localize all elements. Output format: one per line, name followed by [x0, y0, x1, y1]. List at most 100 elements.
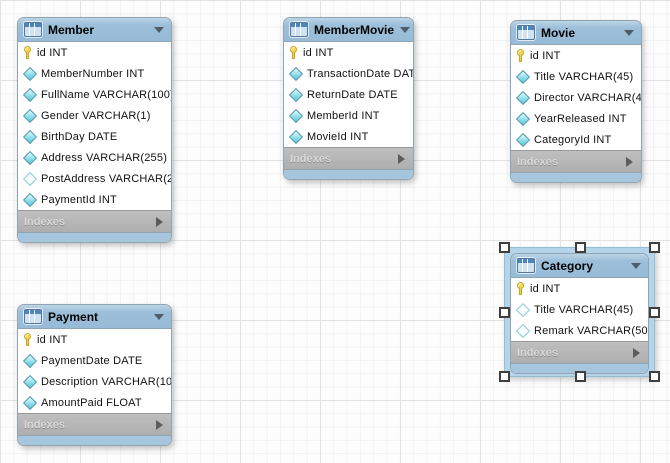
collapse-arrow-icon[interactable] — [624, 29, 634, 36]
collapse-arrow-icon[interactable] — [154, 26, 164, 33]
collapse-arrow-icon[interactable] — [400, 26, 411, 33]
primary-key-icon — [517, 48, 525, 63]
table-figure-membermovie[interactable]: MemberMovie id INT TransactionDate DATE Ret… — [283, 17, 414, 180]
column-row[interactable]: TransactionDate DATE — [284, 63, 413, 84]
notnull-diamond-icon — [515, 132, 531, 147]
selection-handle-se[interactable] — [649, 371, 660, 382]
table-title: MemberMovie — [314, 22, 395, 37]
indexes-footer[interactable]: Indexes — [18, 210, 171, 232]
column-label: Gender VARCHAR(1) — [41, 109, 151, 122]
indexes-footer[interactable]: Indexes — [511, 150, 641, 172]
column-row[interactable]: PaymentId INT — [18, 189, 171, 210]
table-header[interactable]: Category — [511, 254, 648, 278]
column-row[interactable]: id INT — [18, 329, 171, 350]
column-row[interactable]: Remark VARCHAR(500) — [511, 320, 648, 341]
column-row[interactable]: Description VARCHAR(100) — [18, 371, 171, 392]
notnull-diamond-icon — [288, 129, 304, 144]
column-row[interactable]: id INT — [511, 278, 648, 299]
table-header[interactable]: Payment — [18, 305, 171, 329]
selection-handle-sw[interactable] — [499, 371, 510, 382]
indexes-footer[interactable]: Indexes — [511, 341, 648, 363]
column-label: AmountPaid FLOAT — [41, 396, 142, 409]
column-row[interactable]: AmountPaid FLOAT — [18, 392, 171, 413]
table-header[interactable]: Movie — [511, 21, 641, 45]
column-label: PaymentId INT — [41, 193, 117, 206]
column-label: ReturnDate DATE — [307, 88, 398, 101]
column-row[interactable]: Director VARCHAR(45) — [511, 87, 641, 108]
indexes-label: Indexes — [24, 418, 65, 431]
notnull-diamond-icon — [22, 87, 38, 102]
column-label: TransactionDate DATE — [307, 67, 414, 80]
column-row[interactable]: Gender VARCHAR(1) — [18, 105, 171, 126]
expand-arrow-icon — [633, 347, 640, 358]
column-row[interactable]: CategoryId INT — [511, 129, 641, 150]
notnull-diamond-icon — [22, 150, 38, 165]
indexes-footer[interactable]: Indexes — [18, 413, 171, 435]
column-label: id INT — [530, 49, 561, 62]
selection-handle-n[interactable] — [574, 242, 586, 253]
selection-handle-ne[interactable] — [649, 242, 660, 253]
table-bottom-bar — [511, 172, 641, 182]
column-label: Title VARCHAR(45) — [534, 70, 634, 83]
column-row[interactable]: ReturnDate DATE — [284, 84, 413, 105]
notnull-diamond-icon — [22, 129, 38, 144]
column-label: id INT — [37, 46, 68, 59]
indexes-label: Indexes — [517, 346, 558, 359]
column-label: FullName VARCHAR(100) — [41, 88, 172, 101]
column-row[interactable]: id INT — [18, 42, 171, 63]
column-row[interactable]: PostAddress VARCHAR(255) — [18, 168, 171, 189]
column-label: BirthDay DATE — [41, 130, 118, 143]
column-row[interactable]: BirthDay DATE — [18, 126, 171, 147]
column-label: id INT — [303, 46, 334, 59]
column-row[interactable]: Title VARCHAR(45) — [511, 66, 641, 87]
notnull-diamond-icon — [22, 192, 38, 207]
table-title: Payment — [48, 309, 99, 324]
nullable-diamond-icon — [515, 323, 531, 338]
selection-handle-e[interactable] — [649, 307, 660, 318]
notnull-diamond-icon — [288, 66, 304, 81]
column-row[interactable]: id INT — [284, 42, 413, 63]
table-icon — [517, 258, 535, 273]
column-row[interactable]: MemberNumber INT — [18, 63, 171, 84]
notnull-diamond-icon — [22, 66, 38, 81]
indexes-footer[interactable]: Indexes — [284, 147, 413, 169]
table-title: Category — [541, 258, 594, 273]
indexes-label: Indexes — [517, 155, 558, 168]
table-icon — [517, 25, 535, 40]
column-list: id INT TransactionDate DATE ReturnDate DAT… — [284, 42, 413, 147]
column-row[interactable]: Title VARCHAR(45) — [511, 299, 648, 320]
column-row[interactable]: FullName VARCHAR(100) — [18, 84, 171, 105]
column-label: Description VARCHAR(100) — [41, 375, 172, 388]
primary-key-icon — [24, 332, 32, 347]
collapse-arrow-icon[interactable] — [631, 262, 641, 269]
table-bottom-bar — [18, 435, 171, 445]
column-row[interactable]: MovieId INT — [284, 126, 413, 147]
primary-key-icon — [290, 45, 298, 60]
column-row[interactable]: PaymentDate DATE — [18, 350, 171, 371]
table-figure-movie[interactable]: Movie id INT Title VARCHAR(45) Director VAR… — [510, 20, 642, 183]
selection-handle-nw[interactable] — [499, 242, 510, 253]
table-bottom-bar — [18, 232, 171, 242]
table-header[interactable]: MemberMovie — [284, 18, 413, 42]
table-header[interactable]: Member — [18, 18, 171, 42]
column-row[interactable]: MemberId INT — [284, 105, 413, 126]
table-figure-member[interactable]: Member id INT MemberNumber INT FullName VAR… — [17, 17, 172, 243]
table-title: Movie — [541, 25, 576, 40]
column-row[interactable]: YearReleased INT — [511, 108, 641, 129]
selection-handle-s[interactable] — [574, 371, 586, 382]
column-list: id INT Title VARCHAR(45) Director VARCHAR(… — [511, 45, 641, 150]
notnull-diamond-icon — [288, 87, 304, 102]
nullable-diamond-icon — [22, 171, 38, 186]
column-row[interactable]: id INT — [511, 45, 641, 66]
collapse-arrow-icon[interactable] — [154, 313, 164, 320]
column-row[interactable]: Address VARCHAR(255) — [18, 147, 171, 168]
indexes-label: Indexes — [24, 215, 65, 228]
notnull-diamond-icon — [22, 395, 38, 410]
selection-handle-w[interactable] — [499, 307, 510, 318]
indexes-label: Indexes — [290, 152, 331, 165]
